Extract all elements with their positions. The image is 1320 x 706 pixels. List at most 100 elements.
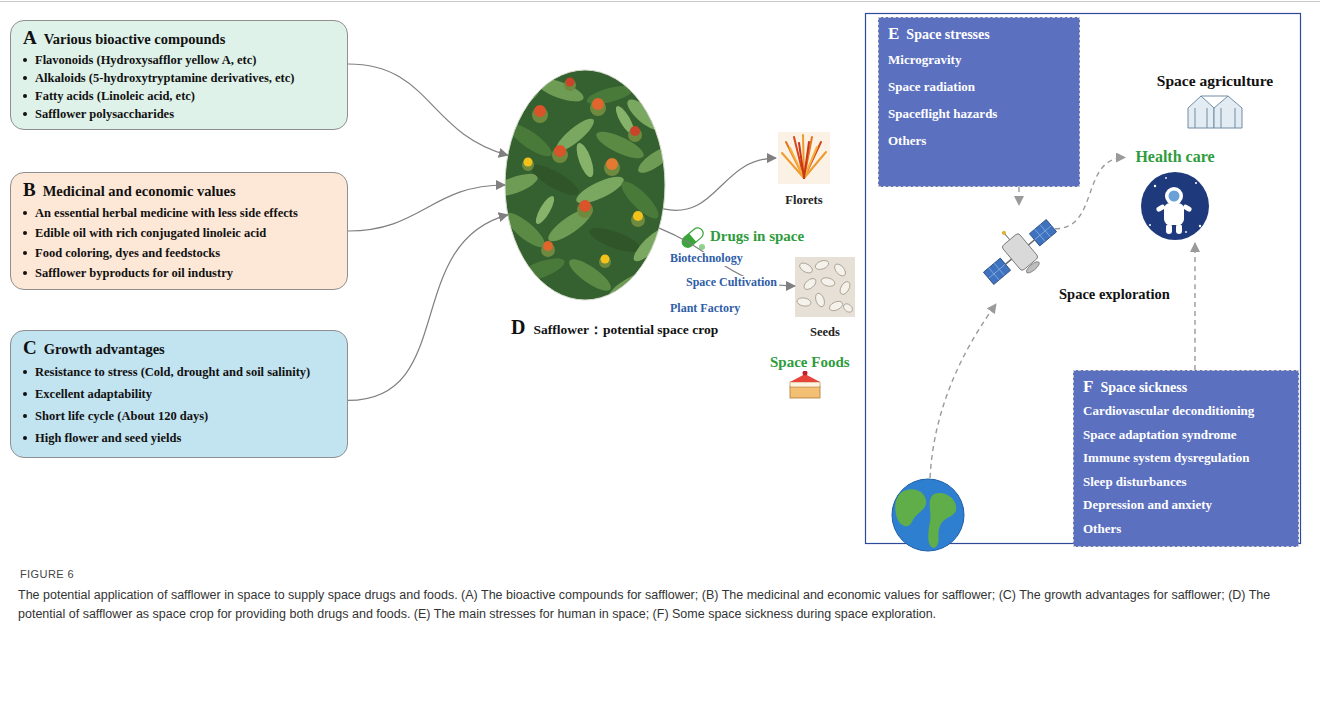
illustration-part — [971, 205, 1066, 296]
list-text: Others — [1083, 521, 1121, 536]
illustration-part — [592, 98, 604, 110]
illustration-part — [593, 127, 647, 163]
illustration-part — [895, 489, 956, 548]
heading-row: CGrowth advantages — [23, 336, 335, 361]
illustration-part — [795, 257, 855, 317]
illustration-part — [543, 241, 553, 251]
illustration-part — [820, 276, 836, 287]
panel-letter: A — [23, 27, 37, 48]
illustration-part — [606, 158, 618, 170]
illustration-part — [1001, 230, 1007, 236]
illustration-part — [892, 479, 964, 551]
list-item: Safflower polysaccharides — [23, 105, 335, 123]
illustration-part — [796, 259, 854, 314]
node-label: Space exploration — [1059, 286, 1170, 302]
illustration-part — [778, 132, 830, 184]
bullet-dot — [23, 436, 27, 440]
illustration-part — [1185, 231, 1187, 233]
figure-caption: The potential application of safflower i… — [18, 586, 1304, 624]
bullet-dot — [23, 112, 27, 116]
illustration-part — [828, 299, 844, 312]
list-item: Food coloring, dyes and feedstocks — [23, 243, 335, 263]
panel-heading: Space stresses — [906, 27, 989, 42]
node-label: Safflower：potential space crop — [533, 322, 718, 337]
illustration-part — [866, 14, 1301, 544]
illustration-part — [566, 78, 575, 87]
illustration-part — [796, 297, 811, 307]
curved-arrow — [348, 64, 508, 155]
illustration-part — [699, 244, 705, 250]
list-item: Fatty acids (Linoleic acid, etc) — [23, 87, 335, 105]
list-item: Flavonoids (Hydroxysafflor yellow A, etc… — [23, 51, 335, 69]
list-item: Others — [1083, 517, 1289, 541]
illustration-part — [1165, 187, 1183, 205]
illustration-part — [1195, 108, 1196, 128]
space-agriculture: Space agriculture — [1145, 72, 1285, 130]
heading-row: FSpace sickness — [1083, 375, 1289, 399]
product-label: Drugs in space — [708, 228, 806, 245]
panel-heading: Medicinal and economic values — [43, 183, 236, 199]
illustration-part — [892, 479, 964, 551]
curved-arrow — [348, 185, 505, 231]
illustration-part — [534, 74, 586, 106]
list-text: Space adaptation syndrome — [1083, 427, 1237, 442]
panel-letter: C — [23, 337, 37, 358]
illustration-part — [798, 261, 814, 275]
panel-letter: F — [1083, 377, 1093, 396]
list-item: Cardiovascular deconditioning — [1083, 399, 1289, 423]
illustration-part — [0, 1, 1320, 2]
illustration-part — [554, 145, 566, 157]
text-row: Health care — [1115, 148, 1235, 166]
list-text: Cardiovascular deconditioning — [1083, 403, 1254, 418]
bullet-dot — [23, 414, 27, 418]
list-item: Sleep disturbances — [1083, 470, 1289, 494]
florets-picture: Florets — [776, 130, 832, 208]
list-text: Edible oil with rich conjugated linoleic… — [35, 226, 266, 240]
list-text: Depression and anxiety — [1083, 497, 1212, 512]
illustration-part — [633, 211, 643, 221]
bullet-dot — [23, 211, 27, 215]
text-row: Space exploration — [1059, 285, 1170, 303]
illustration-part — [790, 371, 820, 399]
product-label: Space Foods — [768, 354, 852, 371]
curved-arrow — [663, 158, 776, 210]
list-text: Safflower polysaccharides — [35, 107, 174, 121]
panel-letter: D — [511, 316, 525, 338]
illustration-part — [1199, 225, 1201, 227]
bullet-dot — [23, 370, 27, 374]
illustration-part — [1165, 177, 1167, 179]
illustration-part — [1166, 224, 1172, 234]
node-label: Health care — [1135, 148, 1214, 165]
illustration-part — [490, 70, 676, 303]
bullet-dot — [23, 271, 27, 275]
illustration-part — [680, 233, 696, 249]
dashed-arrow — [1194, 243, 1195, 370]
illustration-part — [522, 78, 645, 269]
illustration-part — [490, 169, 541, 200]
illustration-part — [1164, 203, 1184, 225]
bullet-dot — [23, 94, 27, 98]
list-text: High flower and seed yields — [35, 431, 181, 445]
bullet-dot — [23, 251, 27, 255]
dashed-arrow — [1018, 187, 1019, 205]
illustration-part — [1035, 226, 1052, 240]
illustration-part — [1188, 96, 1214, 128]
illustration-part — [579, 200, 591, 212]
list-item: High flower and seed yields — [23, 427, 335, 449]
list-text: Microgravity — [888, 52, 961, 67]
illustration-part — [1221, 108, 1222, 128]
illustration-part — [778, 132, 830, 184]
list-item: Safflower byproducts for oil industry — [23, 263, 335, 283]
illustration-part — [1025, 260, 1041, 275]
illustration-part — [617, 177, 664, 224]
illustration-part — [534, 105, 546, 117]
edge-label: Biotechnology — [668, 252, 745, 266]
illustration-part — [838, 280, 852, 296]
text-row: Space agriculture — [1135, 72, 1295, 90]
list-text: Spaceflight hazards — [888, 106, 997, 121]
illustration-part — [782, 135, 826, 178]
list-item: Resistance to stress (Cold, drought and … — [23, 361, 335, 383]
figure-number: FIGURE 6 — [18, 568, 76, 581]
